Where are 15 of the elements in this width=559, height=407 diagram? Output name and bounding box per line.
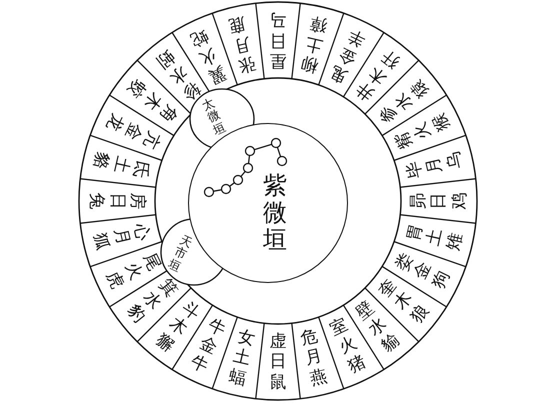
mansion-label: 昴日鸡 bbox=[408, 192, 470, 210]
mansion-label: 张月鹿 bbox=[226, 12, 258, 76]
mansion-label: 胃土雉 bbox=[403, 221, 467, 252]
mansion-label: 危月燕 bbox=[298, 326, 330, 390]
mansion-label: 柳土獐 bbox=[298, 12, 330, 76]
bubble-label: 太微垣 bbox=[200, 96, 228, 138]
mansion-label: 星日马 bbox=[269, 9, 287, 71]
mansion-label: 氐土貉 bbox=[89, 150, 153, 181]
mansion-label: 房日兔 bbox=[86, 192, 148, 210]
mansion-label: 女土蝠 bbox=[226, 326, 258, 390]
mansion-label: 虚日鼠 bbox=[269, 331, 287, 393]
circle-title: 紫微垣 bbox=[262, 172, 288, 254]
mansion-label: 毕月乌 bbox=[403, 150, 467, 181]
bubble-label: 天市垣 bbox=[166, 233, 194, 275]
mansion-label: 心月狐 bbox=[89, 221, 153, 252]
